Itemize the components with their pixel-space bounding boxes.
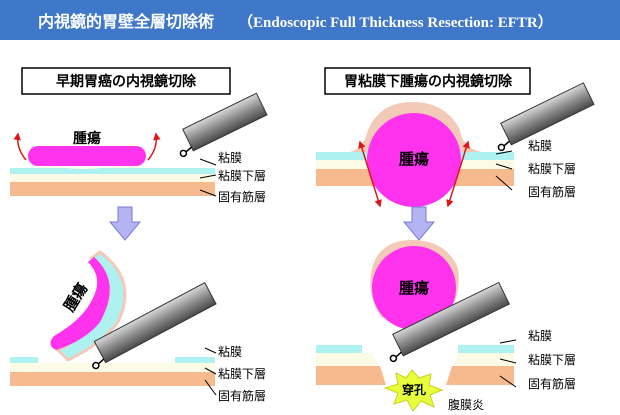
right-top-endoscope bbox=[497, 82, 595, 152]
right-red-arrow-r bbox=[446, 140, 470, 208]
left-red-arrow-l bbox=[13, 132, 27, 161]
left-bottom-labels: 粘膜 粘膜下層 固有筋層 bbox=[204, 344, 266, 403]
submucosa-layer bbox=[10, 174, 215, 182]
right-bottom-wall bbox=[316, 345, 514, 385]
muscularis-layer bbox=[10, 182, 215, 196]
right-tumor-label: 腫瘍 bbox=[399, 150, 429, 168]
left-top-endoscope bbox=[179, 92, 268, 158]
left-bottom-endoscope bbox=[92, 282, 217, 370]
label-submucosa-rt: 粘膜下層 bbox=[528, 161, 576, 176]
left-top-wall bbox=[10, 160, 215, 196]
resected-tumor bbox=[50, 257, 110, 350]
left-red-arrow-r bbox=[147, 132, 161, 161]
left-tumor-label: 腫瘍 bbox=[73, 130, 101, 147]
perforation-burst bbox=[383, 369, 444, 412]
label-muscularis-rb: 固有筋層 bbox=[528, 376, 576, 391]
right-red-arrow-l bbox=[358, 140, 382, 208]
right-lower-tumor bbox=[372, 246, 456, 330]
label-muscularis: 固有筋層 bbox=[218, 189, 266, 204]
label-muscularis-b: 固有筋層 bbox=[218, 388, 266, 403]
header-bar bbox=[0, 0, 620, 40]
right-tumor bbox=[367, 113, 461, 207]
mucosa-layer bbox=[10, 168, 215, 174]
label-mucosa-rt: 粘膜 bbox=[528, 138, 552, 153]
label-mucosa-rb: 粘膜 bbox=[528, 328, 552, 343]
right-down-arrow bbox=[402, 206, 436, 241]
left-panel-title: 早期胃癌の内視鏡切除 bbox=[56, 73, 197, 90]
right-top-labels: 粘膜 粘膜下層 固有筋層 bbox=[495, 138, 576, 199]
peritonitis-label: 腹膜炎 bbox=[448, 398, 484, 412]
lift-cushion bbox=[35, 160, 140, 169]
right-bottom-labels: 粘膜 粘膜下層 固有筋層 bbox=[499, 328, 576, 391]
left-down-arrow bbox=[108, 206, 142, 241]
right-panel-title-box bbox=[324, 67, 531, 95]
label-submucosa-rb: 粘膜下層 bbox=[528, 352, 576, 367]
header-title-en: （Endoscopic Full Thickness Resection: EF… bbox=[238, 13, 553, 31]
perforation-label: 穿孔 bbox=[402, 382, 426, 397]
right-bottom-endoscope bbox=[389, 281, 510, 363]
right-lower-tumor-label: 腫瘍 bbox=[399, 279, 429, 297]
label-submucosa: 粘膜下層 bbox=[218, 168, 266, 183]
tumor-flat bbox=[28, 146, 146, 166]
left-panel-title-box bbox=[21, 67, 231, 95]
left-top-labels: 粘膜 粘膜下層 固有筋層 bbox=[199, 150, 266, 204]
left-bottom-wall bbox=[10, 357, 215, 386]
header-title-ja: 内視鏡的胃壁全層切除術 bbox=[38, 12, 214, 31]
label-submucosa-b: 粘膜下層 bbox=[218, 366, 266, 381]
label-muscularis-rt: 固有筋層 bbox=[528, 184, 576, 199]
label-mucosa: 粘膜 bbox=[218, 150, 242, 165]
label-mucosa-b: 粘膜 bbox=[218, 344, 242, 359]
right-panel-title: 胃粘膜下腫瘍の内視鏡切除 bbox=[344, 73, 513, 90]
